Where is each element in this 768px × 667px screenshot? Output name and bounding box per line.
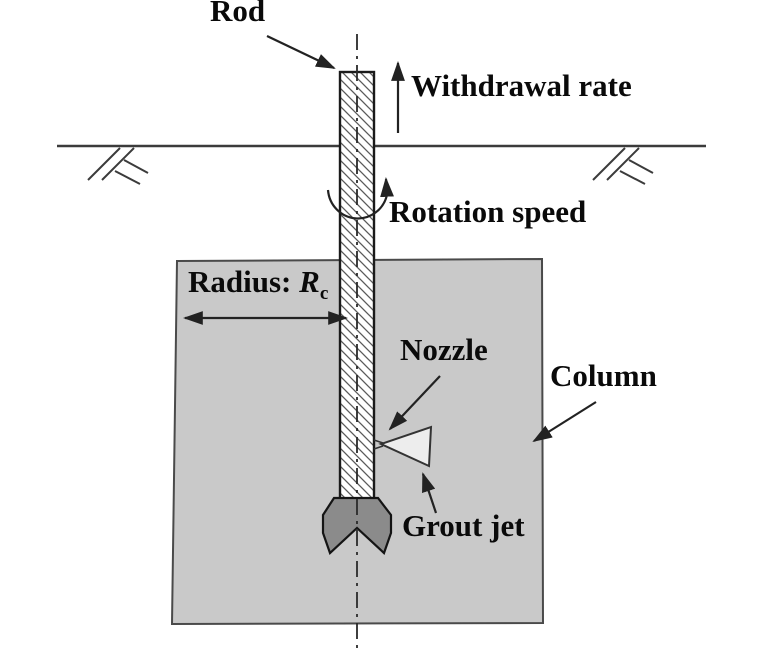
radius-label-prefix: Radius: xyxy=(188,264,300,299)
grout-jet-pointer-arrow xyxy=(421,472,438,514)
nozzle-shape xyxy=(373,439,384,450)
radius-subscript: c xyxy=(319,283,329,305)
withdrawal-rate-label: Withdrawal rate xyxy=(411,68,632,103)
radius-label: Radius: Rc xyxy=(188,264,328,303)
nozzle-label: Nozzle xyxy=(400,332,488,367)
rotation-arc xyxy=(326,189,389,220)
ground-break-symbol-left xyxy=(87,147,149,185)
grout-jet-shape xyxy=(378,425,433,468)
rod-label: Rod xyxy=(210,0,266,28)
rotation-arrow-head xyxy=(380,177,394,198)
drill-bit-shape xyxy=(321,496,393,555)
nozzle-pointer-arrow xyxy=(388,375,441,431)
ground-break-symbol-right xyxy=(592,147,654,185)
grout-jet-label: Grout jet xyxy=(402,508,525,543)
radius-symbol: R xyxy=(299,264,320,299)
rod-pointer-arrow xyxy=(266,35,336,69)
rotation-speed-label: Rotation speed xyxy=(389,194,587,229)
column-label: Column xyxy=(550,358,657,393)
column-pointer-arrow xyxy=(532,401,597,443)
